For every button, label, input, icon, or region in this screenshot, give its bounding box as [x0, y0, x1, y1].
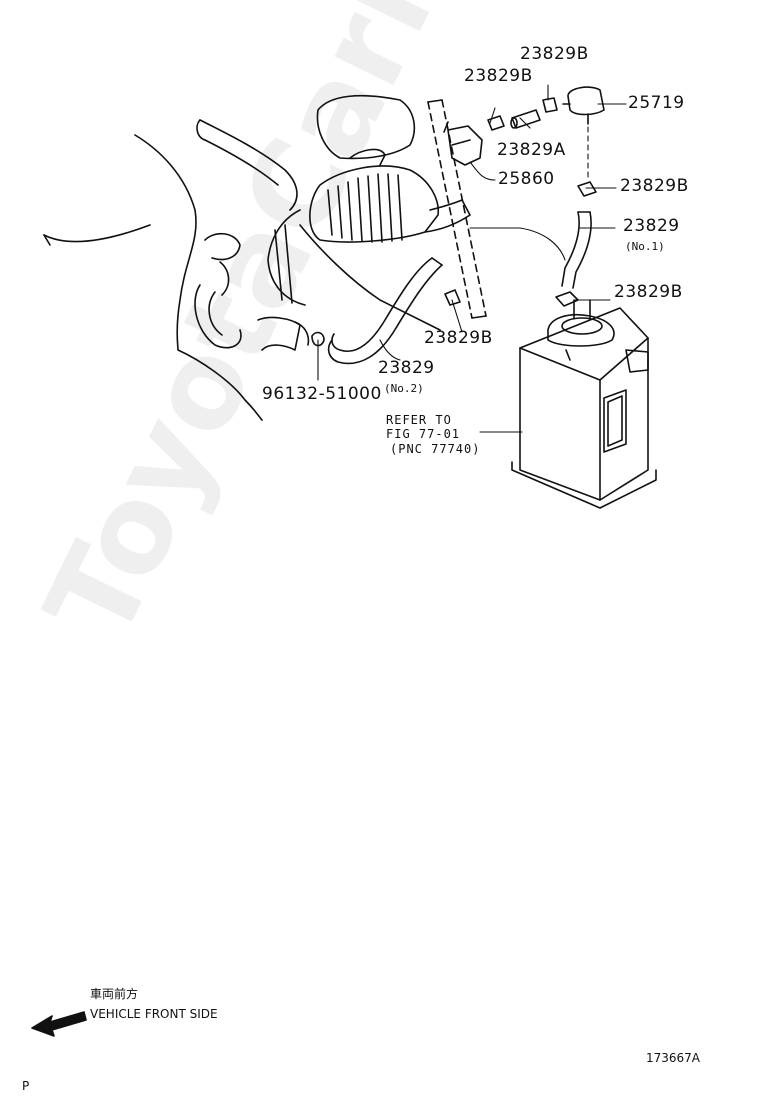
air-intake-hose [196, 94, 471, 331]
reference-line-3: (PNC 77740) [390, 442, 481, 456]
vsv-25860-shape [443, 121, 483, 166]
part-label-23829b-left: 23829B [464, 66, 533, 86]
part-label-23829-no2-sub: (No.2) [384, 382, 424, 395]
part-label-23829b-canister: 23829B [614, 282, 683, 302]
leader-lines [317, 84, 627, 433]
engine-details [194, 232, 310, 351]
part-label-23829b-lower: 23829B [424, 328, 493, 348]
hose-no1-shape [561, 211, 592, 289]
charcoal-canister-shape [511, 299, 657, 509]
corner-mark: P [22, 1079, 30, 1093]
front-direction-arrow-icon [31, 1011, 87, 1037]
part-label-96132-51000: 96132-51000 [262, 384, 382, 404]
part-label-23829a: 23829A [497, 140, 566, 160]
part-label-23829b-mid: 23829B [620, 176, 689, 196]
direction-label-en: VEHICLE FRONT SIDE [90, 1007, 218, 1021]
joint-pipe-23829a-shape [510, 109, 541, 129]
part-label-23829b-top: 23829B [520, 44, 589, 64]
vehicle-body-outline [43, 134, 263, 421]
part-label-25860: 25860 [498, 169, 555, 189]
direction-label-jp: 車両前方 [90, 987, 139, 1001]
hose-no2-shape [327, 257, 443, 365]
part-label-23829-no1: 23829 [623, 216, 680, 236]
clamp-parts [311, 97, 597, 347]
figure-number: 173667A [646, 1051, 701, 1065]
part-label-23829-no1-sub: (No.1) [625, 240, 665, 253]
reference-line-1: REFER TO [386, 413, 452, 427]
valve-25719-shape [562, 86, 605, 125]
part-label-25719: 25719 [628, 93, 685, 113]
reference-line-2: FIG 77-01 [386, 427, 461, 441]
part-label-23829-no2: 23829 [378, 358, 435, 378]
